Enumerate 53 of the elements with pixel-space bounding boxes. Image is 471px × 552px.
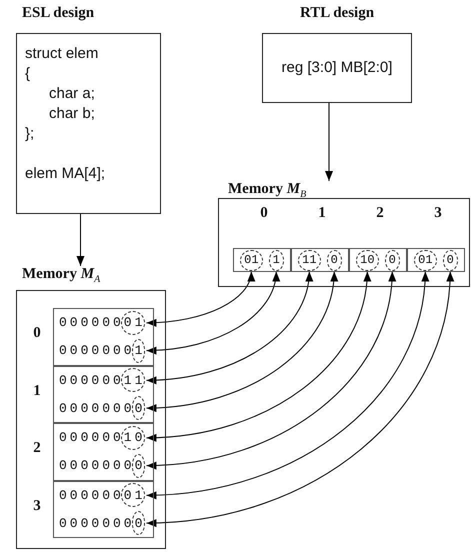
index-label: 2 (375, 205, 385, 222)
index-label: 2 (32, 440, 42, 457)
flow-arrow (76, 214, 84, 266)
code-line: char b; (48, 104, 96, 124)
mapping-arrow (146, 271, 254, 327)
byte-value: 00000011 (59, 372, 146, 388)
byte-value: 00000001 (59, 315, 146, 330)
index-label: 3 (32, 498, 42, 515)
block-heading: Memory M$_{A}$ (21, 266, 102, 287)
index-label: 1 (32, 383, 42, 400)
byte-value: 00000010 (59, 430, 146, 446)
code-line: { (25, 64, 32, 84)
byte-value: 00000000 (59, 458, 146, 474)
register-word (349, 248, 407, 272)
bit-field: 1 (268, 250, 284, 270)
mapping-arrow (146, 271, 370, 442)
memory-element (53, 366, 154, 423)
code-line: elem MA[4]; (25, 164, 106, 184)
register-word (233, 248, 291, 272)
byte-value: 00000000 (59, 400, 146, 416)
block-heading: Memory M$_{B}$ (227, 181, 308, 198)
code-line: reg [3:0] MB[2:0] (280, 58, 394, 78)
bit-field: 0 (384, 250, 400, 270)
bit-field: 0 (326, 250, 342, 270)
index-label: 1 (317, 205, 327, 222)
code-line: struct elem (25, 44, 100, 64)
register-word (291, 248, 349, 272)
memory-element (53, 308, 154, 366)
register-word (407, 248, 465, 272)
bit-field: 01 (240, 250, 263, 270)
mapping-arrow (146, 271, 280, 354)
memory-element (53, 480, 154, 538)
bit-field: 0 (442, 250, 458, 270)
mapping-arrow (146, 271, 312, 384)
bit-field: 11 (298, 250, 321, 270)
mapping-arrow (146, 271, 396, 470)
byte-value: 00000000 (59, 516, 146, 531)
byte-value: 00000001 (59, 488, 146, 503)
flow-arrow (325, 102, 333, 182)
bit-field: 01 (414, 250, 437, 270)
byte-value: 00000001 (59, 343, 146, 358)
mapping-arrow (146, 271, 454, 527)
code-line: }; (25, 124, 36, 144)
block-heading: ESL design (21, 5, 96, 23)
index-label: 0 (259, 205, 269, 222)
mapping-arrow (146, 271, 338, 412)
mapping-arrow (146, 271, 428, 499)
index-label: 0 (32, 325, 42, 342)
code-line: char a; (48, 84, 96, 104)
bit-field: 10 (356, 250, 379, 270)
block-heading: RTL design (298, 5, 376, 23)
memory-element (53, 423, 154, 480)
index-label: 3 (433, 205, 443, 222)
